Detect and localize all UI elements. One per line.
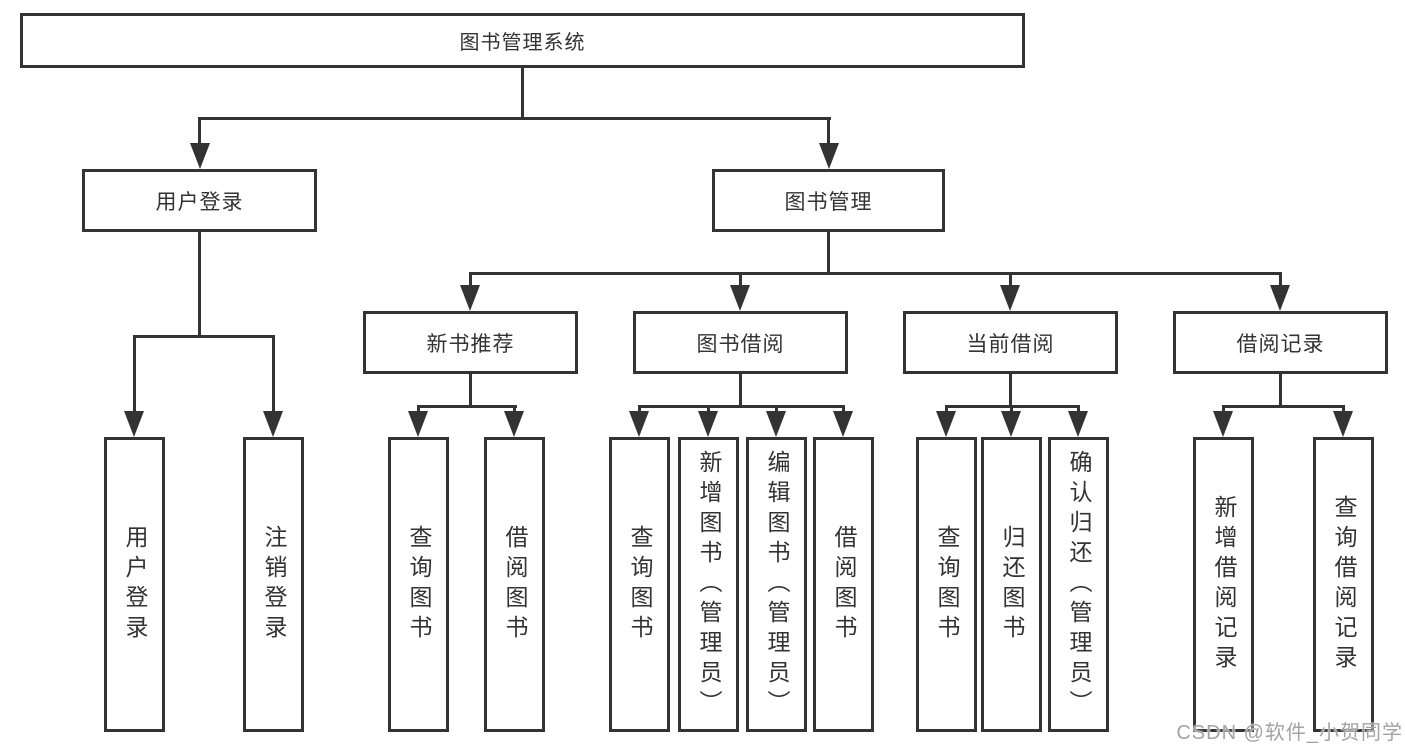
node-current-borrowing: 当前借阅	[903, 311, 1118, 374]
leaf-add-borrow-record: 新增借阅记录	[1193, 437, 1254, 732]
arrowhead-to-leaf-user-login	[124, 411, 144, 437]
arrowhead-to-rec-borrow	[504, 411, 524, 437]
leaf-cur-query-book: 查询图书	[916, 437, 977, 732]
connector-new-book-rec-elbow	[417, 405, 517, 408]
connector-drop-bor-query	[638, 405, 641, 414]
arrowhead-to-bor-query	[629, 411, 649, 437]
arrowhead-to-rec2-query	[1333, 411, 1353, 437]
leaf-query-borrow-record: 查询借阅记录	[1313, 437, 1374, 732]
arrowhead-to-bor-borrow	[833, 411, 853, 437]
connector-user-login-elbow	[133, 335, 275, 338]
connector-new-book-rec-trunk	[469, 372, 472, 408]
leaf-bor-borrow-book: 借阅图书	[813, 437, 874, 732]
connector-book-borrow-trunk	[739, 372, 742, 408]
connector-drop-borrow-records	[1279, 272, 1282, 288]
connector-drop-bor-edit	[775, 405, 778, 414]
arrowhead-to-current-borrow	[1000, 285, 1020, 311]
connector-drop-new-book-rec	[469, 272, 472, 288]
connector-drop-cur-confirm	[1077, 405, 1080, 414]
node-book-borrowing: 图书借阅	[633, 311, 848, 374]
connector-current-borrow-trunk	[1009, 372, 1012, 408]
arrowhead-to-bor-edit	[766, 411, 786, 437]
connector-drop-cur-query	[945, 405, 948, 414]
connector-drop-leaf-logout	[272, 335, 275, 415]
arrowhead-to-borrow-records	[1270, 285, 1290, 311]
node-new-book-recommendation: 新书推荐	[363, 311, 578, 374]
connector-borrow-records-trunk	[1279, 372, 1282, 408]
connector-drop-bor-borrow	[842, 405, 845, 414]
arrowhead-to-book-borrow	[730, 285, 750, 311]
arrowhead-to-cur-return	[1001, 411, 1021, 437]
connector-drop-leaf-user-login	[133, 335, 136, 415]
connector-book-mgmt-trunk	[827, 230, 830, 274]
node-book-management: 图书管理	[712, 169, 945, 232]
arrowhead-to-bor-add	[698, 411, 718, 437]
leaf-bor-add-book-admin: 新增图书（管理员）	[678, 437, 739, 732]
connector-drop-rec-query	[417, 405, 420, 414]
connector-user-login-trunk	[198, 230, 201, 337]
watermark: CSDN @软件_小贺同学	[1176, 722, 1403, 744]
leaf-cur-confirm-return-admin: 确认归还（管理员）	[1048, 437, 1109, 732]
connector-drop-bor-add	[707, 405, 710, 414]
connector-drop-rec2-add	[1222, 405, 1225, 414]
connector-drop-current-borrow	[1009, 272, 1012, 288]
leaf-bor-query-book: 查询图书	[609, 437, 670, 732]
connector-drop-book-borrow	[739, 272, 742, 288]
connector-drop-rec-borrow	[513, 405, 516, 414]
connector-borrow-records-elbow	[1222, 405, 1345, 408]
connector-book-borrow-elbow	[638, 405, 845, 408]
node-borrowing-records: 借阅记录	[1173, 311, 1388, 374]
node-root: 图书管理系统	[20, 13, 1025, 68]
connector-root-trunk	[521, 66, 524, 118]
arrowhead-to-cur-query	[936, 411, 956, 437]
arrowhead-to-new-book-rec	[460, 285, 480, 311]
leaf-rec-query-book: 查询图书	[388, 437, 449, 732]
connector-level3-elbow	[469, 272, 1282, 275]
connector-drop-cur-return	[1010, 405, 1013, 414]
arrowhead-to-book-mgmt	[819, 143, 839, 169]
connector-level2-elbow	[198, 117, 831, 120]
leaf-logout: 注销登录	[243, 437, 304, 732]
arrowhead-to-leaf-logout	[263, 411, 283, 437]
leaf-user-login: 用户登录	[104, 437, 165, 732]
arrowhead-to-user-login	[190, 143, 210, 169]
connector-drop-book-mgmt	[827, 117, 830, 147]
connector-drop-rec2-query	[1342, 405, 1345, 414]
node-user-login: 用户登录	[82, 169, 317, 232]
arrowhead-to-rec-query	[408, 411, 428, 437]
leaf-rec-borrow-book: 借阅图书	[484, 437, 545, 732]
leaf-cur-return-book: 归还图书	[981, 437, 1042, 732]
connector-drop-user-login	[198, 117, 201, 147]
leaf-bor-edit-book-admin: 编辑图书（管理员）	[746, 437, 807, 732]
arrowhead-to-cur-confirm	[1068, 411, 1088, 437]
arrowhead-to-rec2-add	[1213, 411, 1233, 437]
